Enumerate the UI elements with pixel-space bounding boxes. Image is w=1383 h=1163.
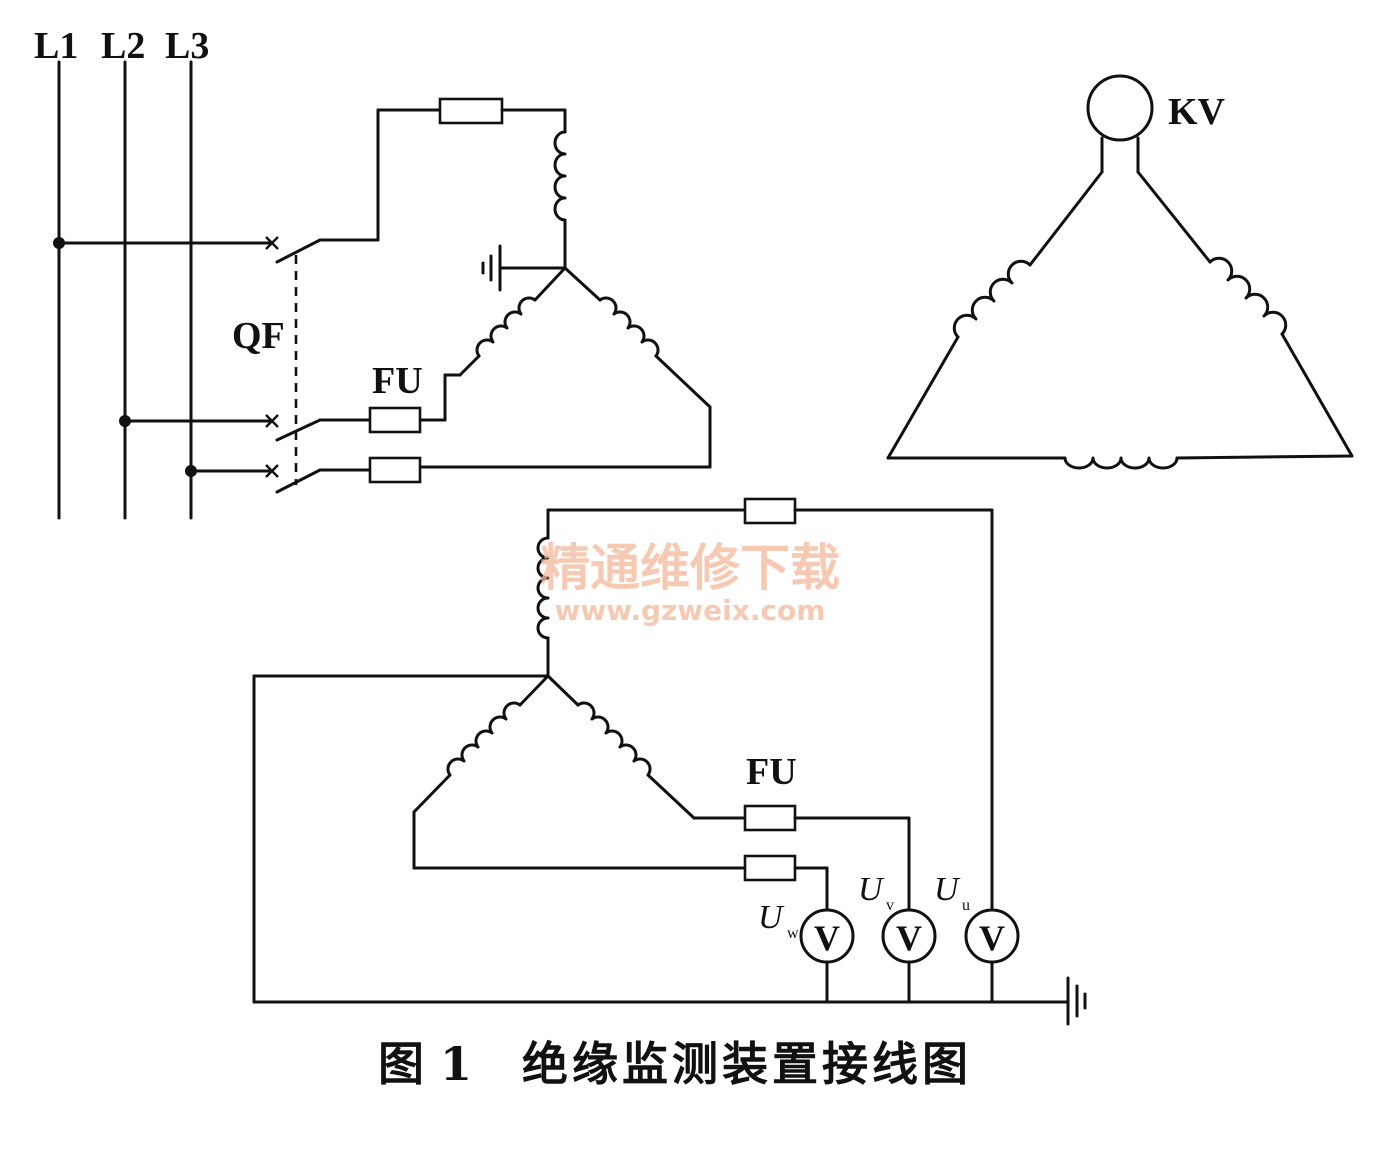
label-fu-top: FU: [372, 360, 423, 402]
fuse-icon: [368, 456, 422, 484]
breaker-qf: QF: [53, 236, 380, 494]
label-l2: L2: [101, 25, 145, 67]
coil-icon: [536, 536, 550, 640]
meter-label-sub: u: [962, 897, 970, 914]
meter-label: U: [858, 871, 885, 908]
svg-text:V: V: [814, 918, 840, 958]
figure-caption: 图 1 绝缘监测装置接线图: [378, 1037, 972, 1091]
label-l3: L3: [165, 25, 209, 67]
watermark: 精通维修下载 www.gzweix.com: [540, 539, 840, 627]
voltmeter-u: V U u: [934, 871, 1020, 1004]
caption-number: 图 1: [378, 1037, 472, 1091]
breaker-contact-icon: [265, 414, 279, 428]
watermark-text: 精通维修下载: [540, 539, 840, 597]
coil-icon: [598, 296, 660, 358]
upper-transformer: FU: [368, 97, 712, 484]
watermark-url: www.gzweix.com: [555, 594, 826, 627]
caption-title: 绝缘监测装置接线图: [522, 1037, 972, 1091]
fuse-icon: [743, 497, 797, 525]
meter-label: U: [934, 871, 961, 908]
ground-icon: [1066, 976, 1087, 1026]
coil-icon: [1208, 256, 1288, 336]
breaker-contact-icon: [265, 464, 279, 478]
fuse-icon: [743, 854, 797, 882]
voltmeter-w: V U w: [758, 899, 855, 1004]
fuse-icon: [743, 804, 797, 832]
kv-transformer: KV: [886, 74, 1354, 470]
fuse-icon: [368, 406, 422, 434]
meter-label: U: [758, 899, 785, 936]
svg-text:V: V: [896, 918, 922, 958]
coil-icon: [576, 701, 652, 777]
label-l1: L1: [34, 25, 78, 67]
breaker-contact-icon: [265, 236, 279, 250]
kv-relay-icon: [1086, 74, 1154, 142]
coil-icon: [475, 296, 537, 358]
coil-icon: [1063, 456, 1179, 470]
svg-text:V: V: [979, 918, 1005, 958]
voltmeter-v: V U v: [858, 871, 937, 1004]
label-qf: QF: [232, 315, 285, 357]
lower-transformer: FU V U w V U v V U u: [252, 497, 1087, 1026]
coil-icon: [553, 130, 567, 222]
coil-icon: [446, 701, 522, 777]
label-kv: KV: [1168, 91, 1226, 133]
fuse-icon: [438, 97, 504, 125]
coil-icon: [952, 259, 1032, 339]
meter-label-sub: v: [886, 897, 894, 914]
label-fu-bottom: FU: [746, 751, 797, 793]
meter-label-sub: w: [787, 925, 799, 942]
bus-bars: L1 L2 L3: [34, 25, 209, 520]
